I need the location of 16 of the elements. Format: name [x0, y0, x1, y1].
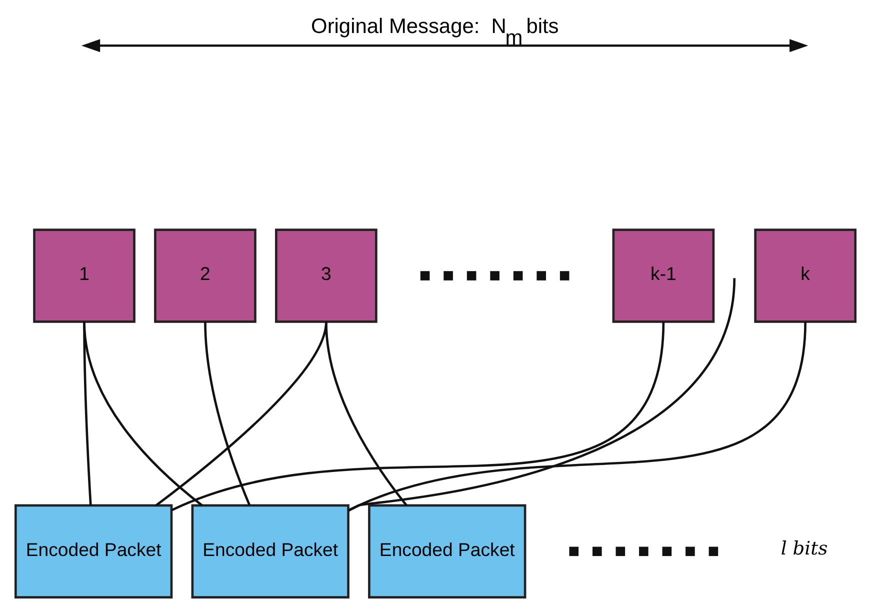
- node-box: Encoded Packet: [191, 504, 350, 598]
- label: l bits: [780, 538, 828, 560]
- node-box: Encoded Packet: [368, 504, 526, 598]
- node-box: 3: [275, 228, 378, 323]
- connector: [204, 322, 251, 506]
- connector: [171, 322, 665, 512]
- connector: [325, 322, 408, 506]
- connector: [156, 322, 328, 506]
- node-box: k-1: [612, 228, 715, 323]
- node-box: 1: [33, 228, 136, 323]
- node-box: Encoded Packet: [14, 504, 173, 598]
- node-box: k: [754, 228, 857, 323]
- connector: [83, 322, 203, 506]
- node-box: 2: [154, 228, 256, 323]
- connector: [348, 322, 806, 512]
- connector: [348, 278, 736, 512]
